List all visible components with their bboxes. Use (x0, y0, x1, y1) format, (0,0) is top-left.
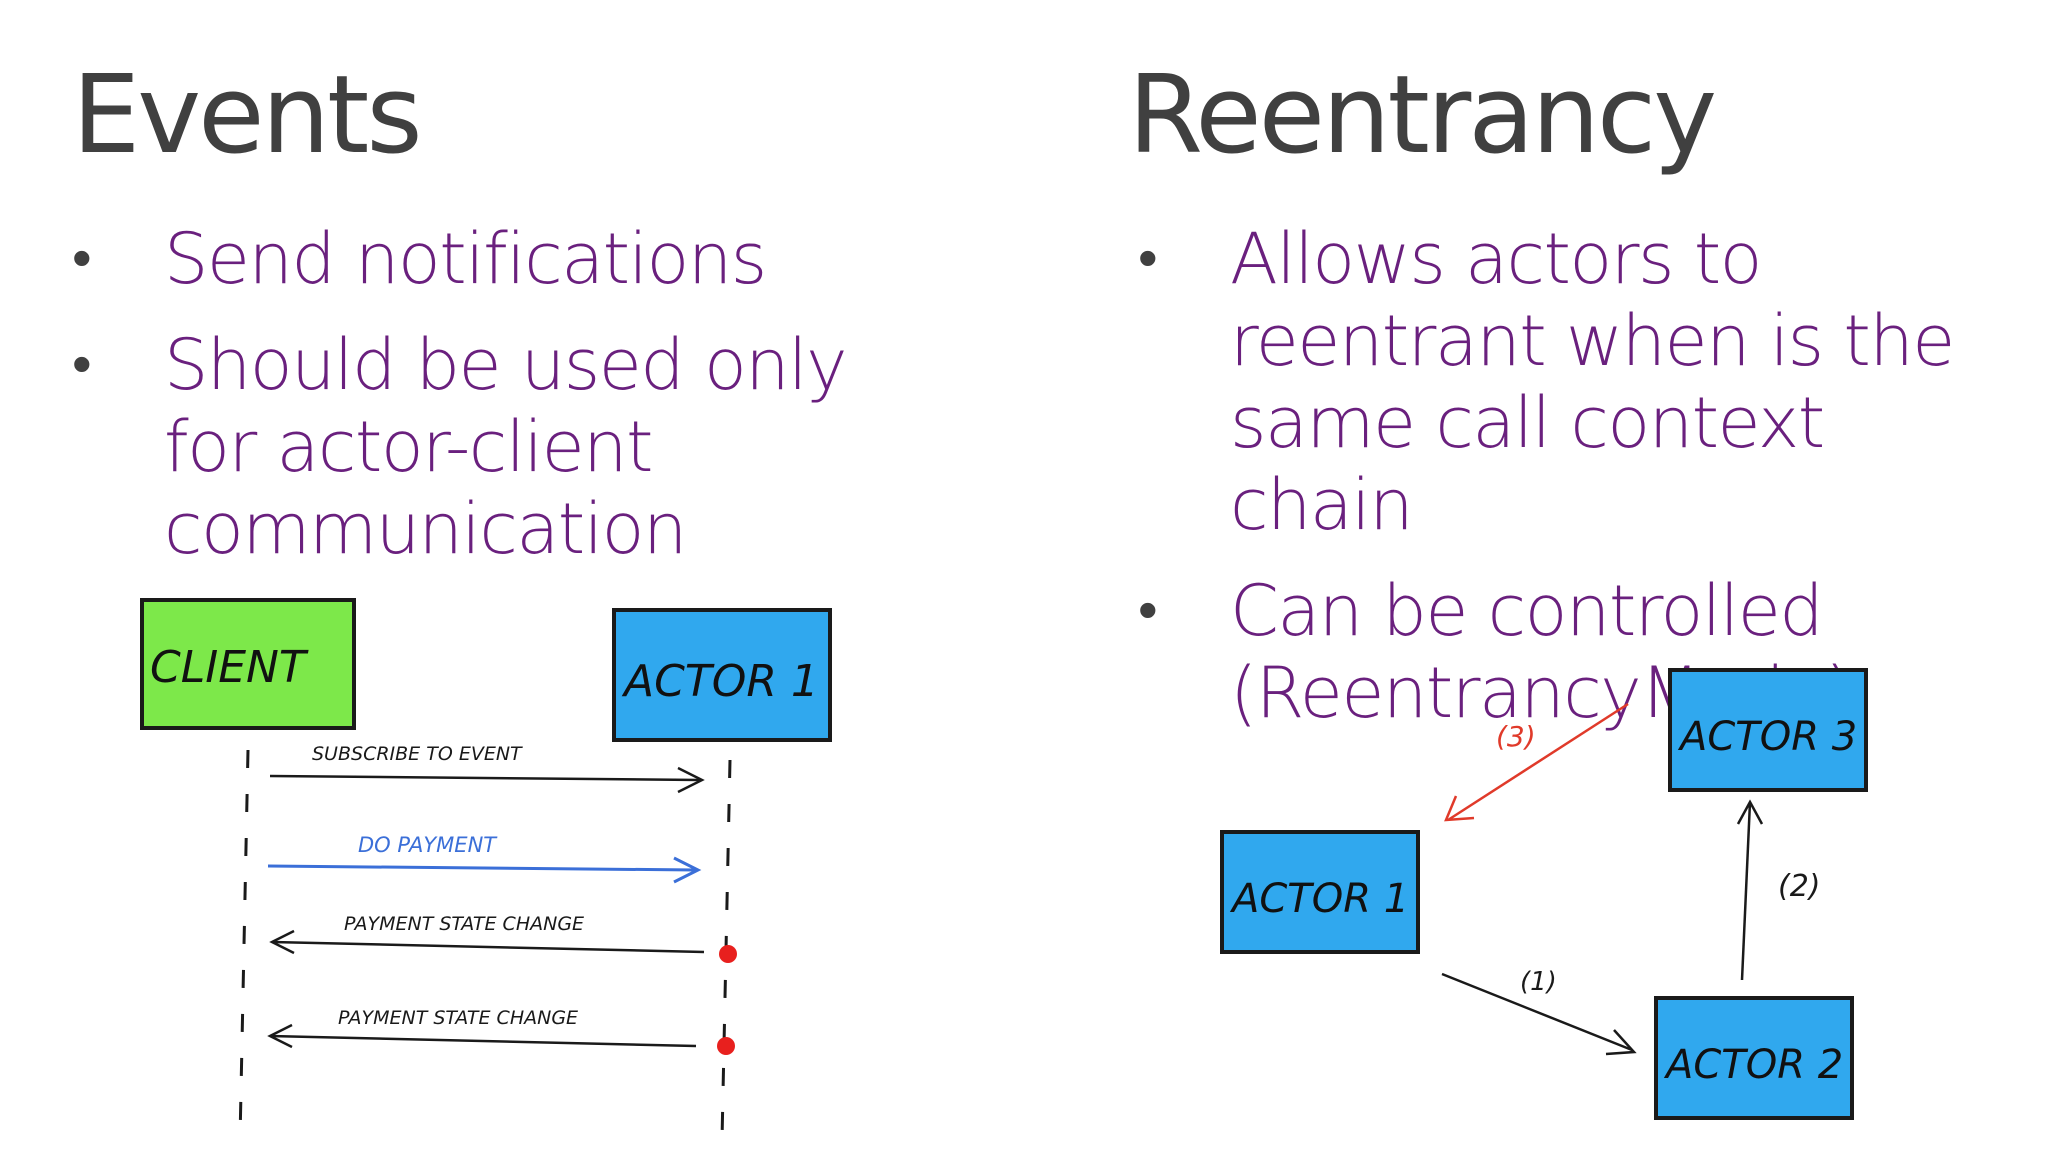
client-lifeline (238, 749, 250, 1141)
arrow-left-icon (1444, 795, 1475, 822)
reentrancy-bullet-text: Allows actors to reentrant when is the s… (1230, 218, 1955, 546)
reentrancy-call-diagram: ACTOR 3 ACTOR 1 ACTOR 2 (1) (2) (3) (1220, 668, 1868, 1120)
events-sequence-diagram: CLIENT ACTOR 1 SUBSCRIBE TO EVENT DO PAY… (140, 598, 832, 1141)
call-1-arrow: (1) (1441, 967, 1637, 1056)
reentrancy-bullet: • Allows actors to reentrant when is the… (1138, 218, 2020, 546)
message-subscribe: SUBSCRIBE TO EVENT (269, 743, 705, 794)
event-dot-icon (719, 945, 737, 963)
client-box: CLIENT (140, 598, 356, 730)
reentrancy-title: Reentrancy (1128, 53, 1717, 178)
message-label: PAYMENT STATE CHANGE (344, 913, 584, 935)
arrow-right-icon (677, 766, 705, 794)
bullet-dot-icon: • (1138, 578, 1158, 643)
events-bullet: • Should be used only for actor-client c… (72, 324, 944, 570)
arrow-up-icon (1736, 799, 1764, 825)
bullet-dot-icon: • (72, 332, 92, 397)
actor-1-label: ACTOR 1 (1229, 876, 1409, 922)
message-label: DO PAYMENT (358, 833, 498, 857)
arrow-left-icon (267, 1023, 293, 1049)
actor-3-label: ACTOR 3 (1677, 714, 1857, 760)
actor-box: ACTOR 1 (612, 608, 832, 742)
events-bullet-list: • Send notifications • Should be used on… (72, 218, 972, 594)
reentrancy-bullet: • Can be controlled (ReentrancyMode) (1138, 570, 1930, 734)
call-2-arrow: (2) (1736, 799, 1821, 981)
message-label: PAYMENT STATE CHANGE (338, 1007, 578, 1029)
events-bullet-text: Should be used only for actor-client com… (164, 324, 848, 570)
actor-2-box: ACTOR 2 (1654, 996, 1854, 1120)
message-do-payment: DO PAYMENT (267, 833, 702, 884)
reentrancy-bullet-list: • Allows actors to reentrant when is the… (1138, 218, 2018, 758)
call-3-arrow: (3) (1444, 702, 1629, 822)
bullet-dot-icon: • (72, 226, 92, 291)
arrow-right-icon (673, 856, 702, 884)
reentrancy-bullet-text: Can be controlled (ReentrancyMode) (1230, 570, 1852, 734)
message-payment-state-change: PAYMENT STATE CHANGE (269, 913, 737, 963)
events-bullet-text: Send notifications (164, 218, 767, 300)
actor-3-box: ACTOR 3 (1668, 668, 1868, 792)
arrow-left-icon (269, 929, 295, 955)
client-label: CLIENT (150, 642, 309, 693)
call-3-label: (3) (1496, 720, 1536, 753)
bullet-dot-icon: • (1138, 226, 1158, 291)
actor-2-label: ACTOR 2 (1663, 1042, 1843, 1088)
call-2-label: (2) (1778, 869, 1821, 904)
event-dot-icon (717, 1037, 735, 1055)
message-label: SUBSCRIBE TO EVENT (312, 743, 523, 765)
events-bullet: • Send notifications (72, 218, 972, 300)
actor-label: ACTOR 1 (621, 656, 819, 707)
events-title: Events (72, 53, 423, 178)
call-1-label: (1) (1520, 967, 1557, 997)
actor-1-box: ACTOR 1 (1220, 830, 1420, 954)
message-payment-state-change: PAYMENT STATE CHANGE (267, 1007, 735, 1055)
arrow-right-icon (1605, 1029, 1637, 1056)
